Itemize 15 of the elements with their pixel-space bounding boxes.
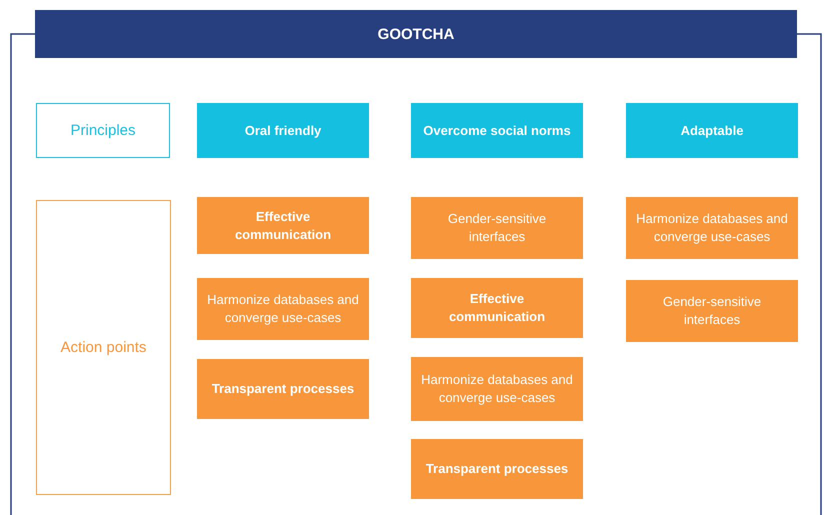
action-box: Transparent processes [197, 359, 369, 419]
principle-box: Adaptable [626, 103, 798, 158]
action-box: Effective communication [197, 197, 369, 254]
principle-box: Oral friendly [197, 103, 369, 158]
action-box: Effective communication [411, 278, 583, 338]
action-box: Harmonize databases and converge use-cases [197, 278, 369, 340]
row-header-box: Action points [36, 200, 171, 495]
action-box: Gender-sensitive interfaces [626, 280, 798, 342]
row-header-box: Principles [36, 103, 170, 158]
action-box: Harmonize databases and converge use-cases [626, 197, 798, 259]
action-box: Gender-sensitive interfaces [411, 197, 583, 259]
action-box: Harmonize databases and converge use-cases [411, 357, 583, 421]
principle-box: Overcome social norms [411, 103, 583, 158]
title-banner: GOOTCHA [35, 10, 797, 58]
action-box: Transparent processes [411, 439, 583, 499]
